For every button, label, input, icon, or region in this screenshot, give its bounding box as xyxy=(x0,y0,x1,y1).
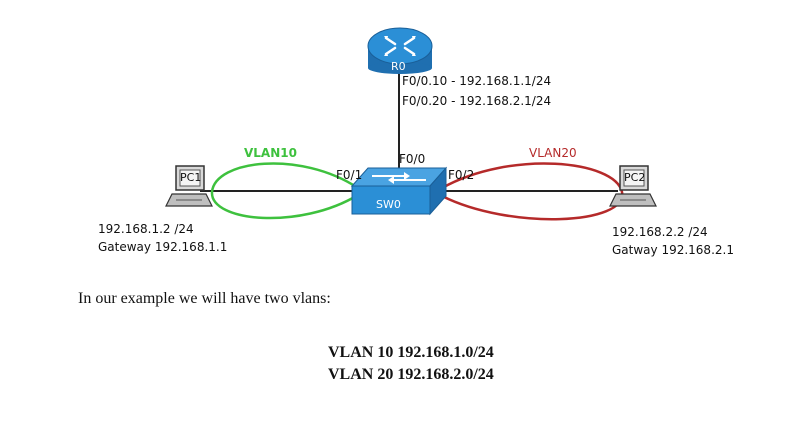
pc2-icon xyxy=(609,165,657,207)
router-subif-10: F0/0.10 - 192.168.1.1/24 xyxy=(402,74,552,88)
intro-text: In our example we will have two vlans: xyxy=(78,290,331,307)
pc1-gateway: Gateway 192.168.1.1 xyxy=(98,240,228,254)
vlan10-label: VLAN10 xyxy=(244,146,297,160)
vlan20-label: VLAN20 xyxy=(529,146,577,160)
vlan10-subnet: VLAN 10 192.168.1.0/24 xyxy=(328,344,494,361)
port-f0-1-label: F0/1 xyxy=(336,168,363,182)
port-f0-0-label: F0/0 xyxy=(399,152,426,166)
vlan20-subnet: VLAN 20 192.168.2.0/24 xyxy=(328,366,494,383)
router-label: R0 xyxy=(391,60,406,73)
router-icon xyxy=(367,27,433,74)
vlan10-loop xyxy=(210,162,359,220)
switch-label: SW0 xyxy=(376,198,401,211)
pc1-label: PC1 xyxy=(180,171,202,184)
pc1-icon xyxy=(165,165,213,207)
pc2-gateway: Gatway 192.168.2.1 xyxy=(612,243,734,257)
vlan20-loop xyxy=(441,162,624,221)
pc2-ip: 192.168.2.2 /24 xyxy=(612,225,708,239)
pc2-label: PC2 xyxy=(624,171,646,184)
switch-icon xyxy=(350,166,448,216)
pc1-ip: 192.168.1.2 /24 xyxy=(98,222,194,236)
router-subif-20: F0/0.20 - 192.168.2.1/24 xyxy=(402,94,552,108)
port-f0-2-label: F0/2 xyxy=(448,168,475,182)
